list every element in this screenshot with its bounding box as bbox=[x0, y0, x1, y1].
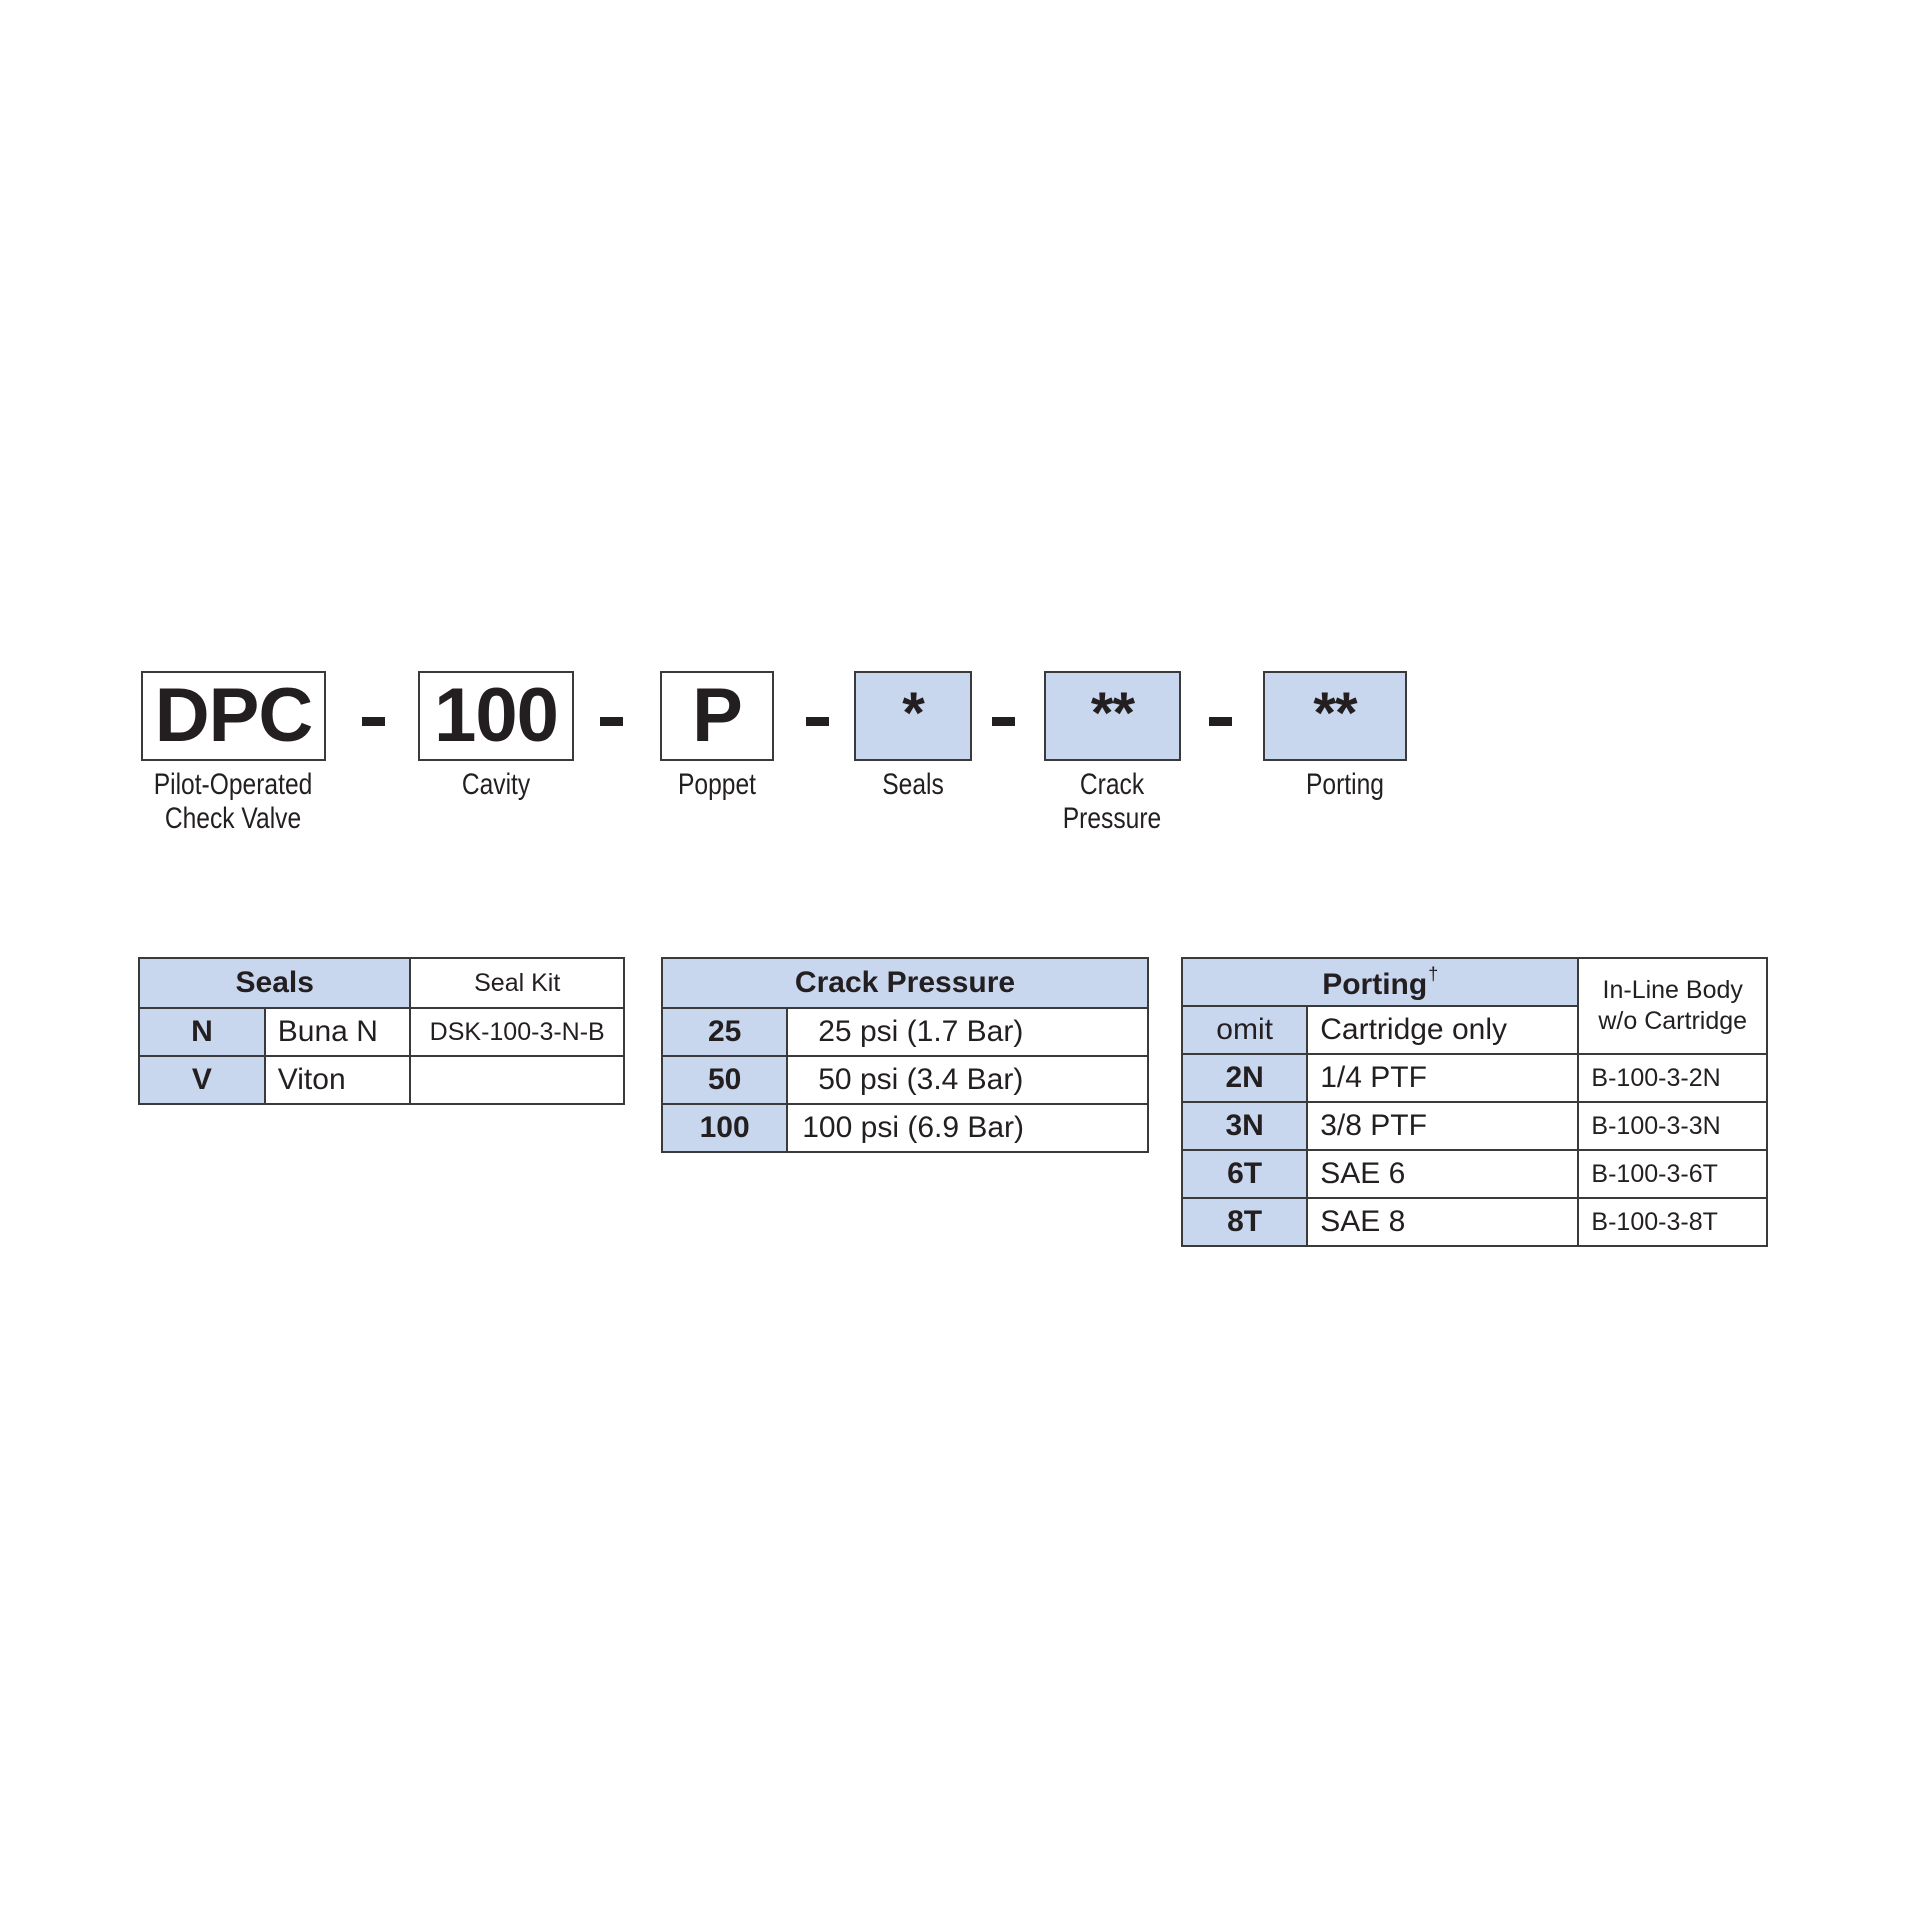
crack-value: 100 psi (6.9 Bar) bbox=[786, 1103, 1149, 1153]
porting-value: SAE 6 bbox=[1306, 1149, 1580, 1199]
crack-value: 50 psi (3.4 Bar) bbox=[786, 1055, 1149, 1105]
crack-code: 25 bbox=[660, 1007, 789, 1057]
table-row: V Viton bbox=[138, 1055, 625, 1105]
crack-pressure-table: Crack Pressure 25 25 psi (1.7 Bar) 50 50… bbox=[660, 957, 1149, 1153]
table-row: 2N 1/4 PTF B-100-3-2N bbox=[1180, 1053, 1768, 1103]
label-poppet: Poppet bbox=[660, 768, 775, 802]
table-row: 3N 3/8 PTF B-100-3-3N bbox=[1180, 1101, 1768, 1151]
code-dpc: DPC bbox=[154, 673, 313, 758]
label-line: Porting bbox=[1306, 768, 1384, 801]
porting-value: SAE 8 bbox=[1306, 1197, 1580, 1247]
code-cavity: 100 bbox=[434, 673, 559, 758]
code-box-crack-pressure: ** bbox=[1044, 671, 1181, 761]
table-row: omit Cartridge only bbox=[1180, 1005, 1767, 1055]
table-row: 25 25 psi (1.7 Bar) bbox=[660, 1007, 1149, 1057]
inline-body-part: B-100-3-2N bbox=[1577, 1053, 1768, 1103]
separator-dash bbox=[362, 717, 385, 726]
code-box-poppet: P bbox=[660, 671, 774, 761]
separator-dash bbox=[992, 717, 1015, 726]
seal-kit: DSK-100-3-N-B bbox=[409, 1007, 625, 1057]
label-line: Crack bbox=[1079, 768, 1145, 801]
inline-body-header: In-Line Body w/o Cartridge bbox=[1577, 957, 1768, 1055]
porting-code: 6T bbox=[1180, 1149, 1309, 1199]
inline-body-part: B-100-3-8T bbox=[1577, 1197, 1768, 1247]
inline-body-header-line2: w/o Cartridge bbox=[1598, 1007, 1748, 1035]
label-porting: Porting bbox=[1288, 768, 1403, 802]
seal-code: V bbox=[138, 1055, 266, 1105]
separator-dash bbox=[806, 717, 829, 726]
porting-code: 3N bbox=[1180, 1101, 1309, 1151]
code-seals: * bbox=[902, 681, 925, 746]
table-row: 8T SAE 8 B-100-3-8T bbox=[1180, 1197, 1768, 1247]
porting-code: omit bbox=[1180, 1005, 1309, 1055]
porting-value: 3/8 PTF bbox=[1306, 1101, 1580, 1151]
dagger-footnote-mark: † bbox=[1428, 963, 1439, 984]
porting-code: 2N bbox=[1180, 1053, 1309, 1103]
crack-code: 50 bbox=[660, 1055, 789, 1105]
code-box-dpc: DPC bbox=[141, 671, 326, 761]
table-row: 100 100 psi (6.9 Bar) bbox=[660, 1103, 1149, 1153]
seals-header: Seals bbox=[137, 957, 412, 1009]
inline-body-header-line1: In-Line Body bbox=[1602, 976, 1743, 1004]
label-crack-pressure: Crack Pressure bbox=[1055, 768, 1170, 836]
seal-name: Viton bbox=[263, 1055, 412, 1105]
table-row: 50 50 psi (3.4 Bar) bbox=[660, 1055, 1149, 1105]
porting-value: Cartridge only bbox=[1306, 1005, 1580, 1055]
code-crack-pressure: ** bbox=[1090, 681, 1135, 746]
code-box-seals: * bbox=[854, 671, 972, 761]
label-cavity: Cavity bbox=[430, 768, 561, 802]
inline-body-part: B-100-3-3N bbox=[1577, 1101, 1768, 1151]
label-line: Check Valve bbox=[164, 802, 302, 835]
code-box-cavity: 100 bbox=[418, 671, 574, 761]
code-porting: ** bbox=[1313, 681, 1357, 746]
porting-code: 8T bbox=[1180, 1197, 1309, 1247]
crack-code: 100 bbox=[660, 1103, 789, 1153]
label-line: Pressure bbox=[1062, 802, 1162, 835]
seals-table: Seals Seal Kit N Buna N DSK-100-3-N-B V … bbox=[137, 957, 625, 1105]
label-line: Poppet bbox=[678, 768, 756, 801]
seal-kit bbox=[409, 1055, 625, 1105]
label-seals: Seals bbox=[864, 768, 962, 802]
crack-pressure-header: Crack Pressure bbox=[661, 957, 1149, 1009]
seal-code: N bbox=[138, 1007, 266, 1057]
label-line: Pilot-Operated bbox=[153, 768, 313, 801]
porting-value: 1/4 PTF bbox=[1306, 1053, 1580, 1103]
table-row: N Buna N DSK-100-3-N-B bbox=[138, 1007, 625, 1057]
separator-dash bbox=[1209, 717, 1232, 726]
porting-header-label: Porting bbox=[1322, 967, 1428, 1001]
label-line: Seals bbox=[882, 768, 944, 801]
inline-body-part: B-100-3-6T bbox=[1577, 1149, 1768, 1199]
label-dpc: Pilot-Operated Check Valve bbox=[135, 768, 332, 836]
code-poppet: P bbox=[692, 673, 743, 758]
crack-value: 25 psi (1.7 Bar) bbox=[786, 1007, 1149, 1057]
seal-kit-header: Seal Kit bbox=[409, 957, 625, 1009]
porting-table: Porting† In-Line Body w/o Cartridge omit… bbox=[1180, 957, 1768, 1247]
table-row: 6T SAE 6 B-100-3-6T bbox=[1180, 1149, 1768, 1199]
porting-header: Porting† bbox=[1180, 957, 1580, 1007]
separator-dash bbox=[600, 717, 623, 726]
label-line: Cavity bbox=[461, 768, 531, 801]
code-box-porting: ** bbox=[1263, 671, 1407, 761]
seal-name: Buna N bbox=[263, 1007, 412, 1057]
